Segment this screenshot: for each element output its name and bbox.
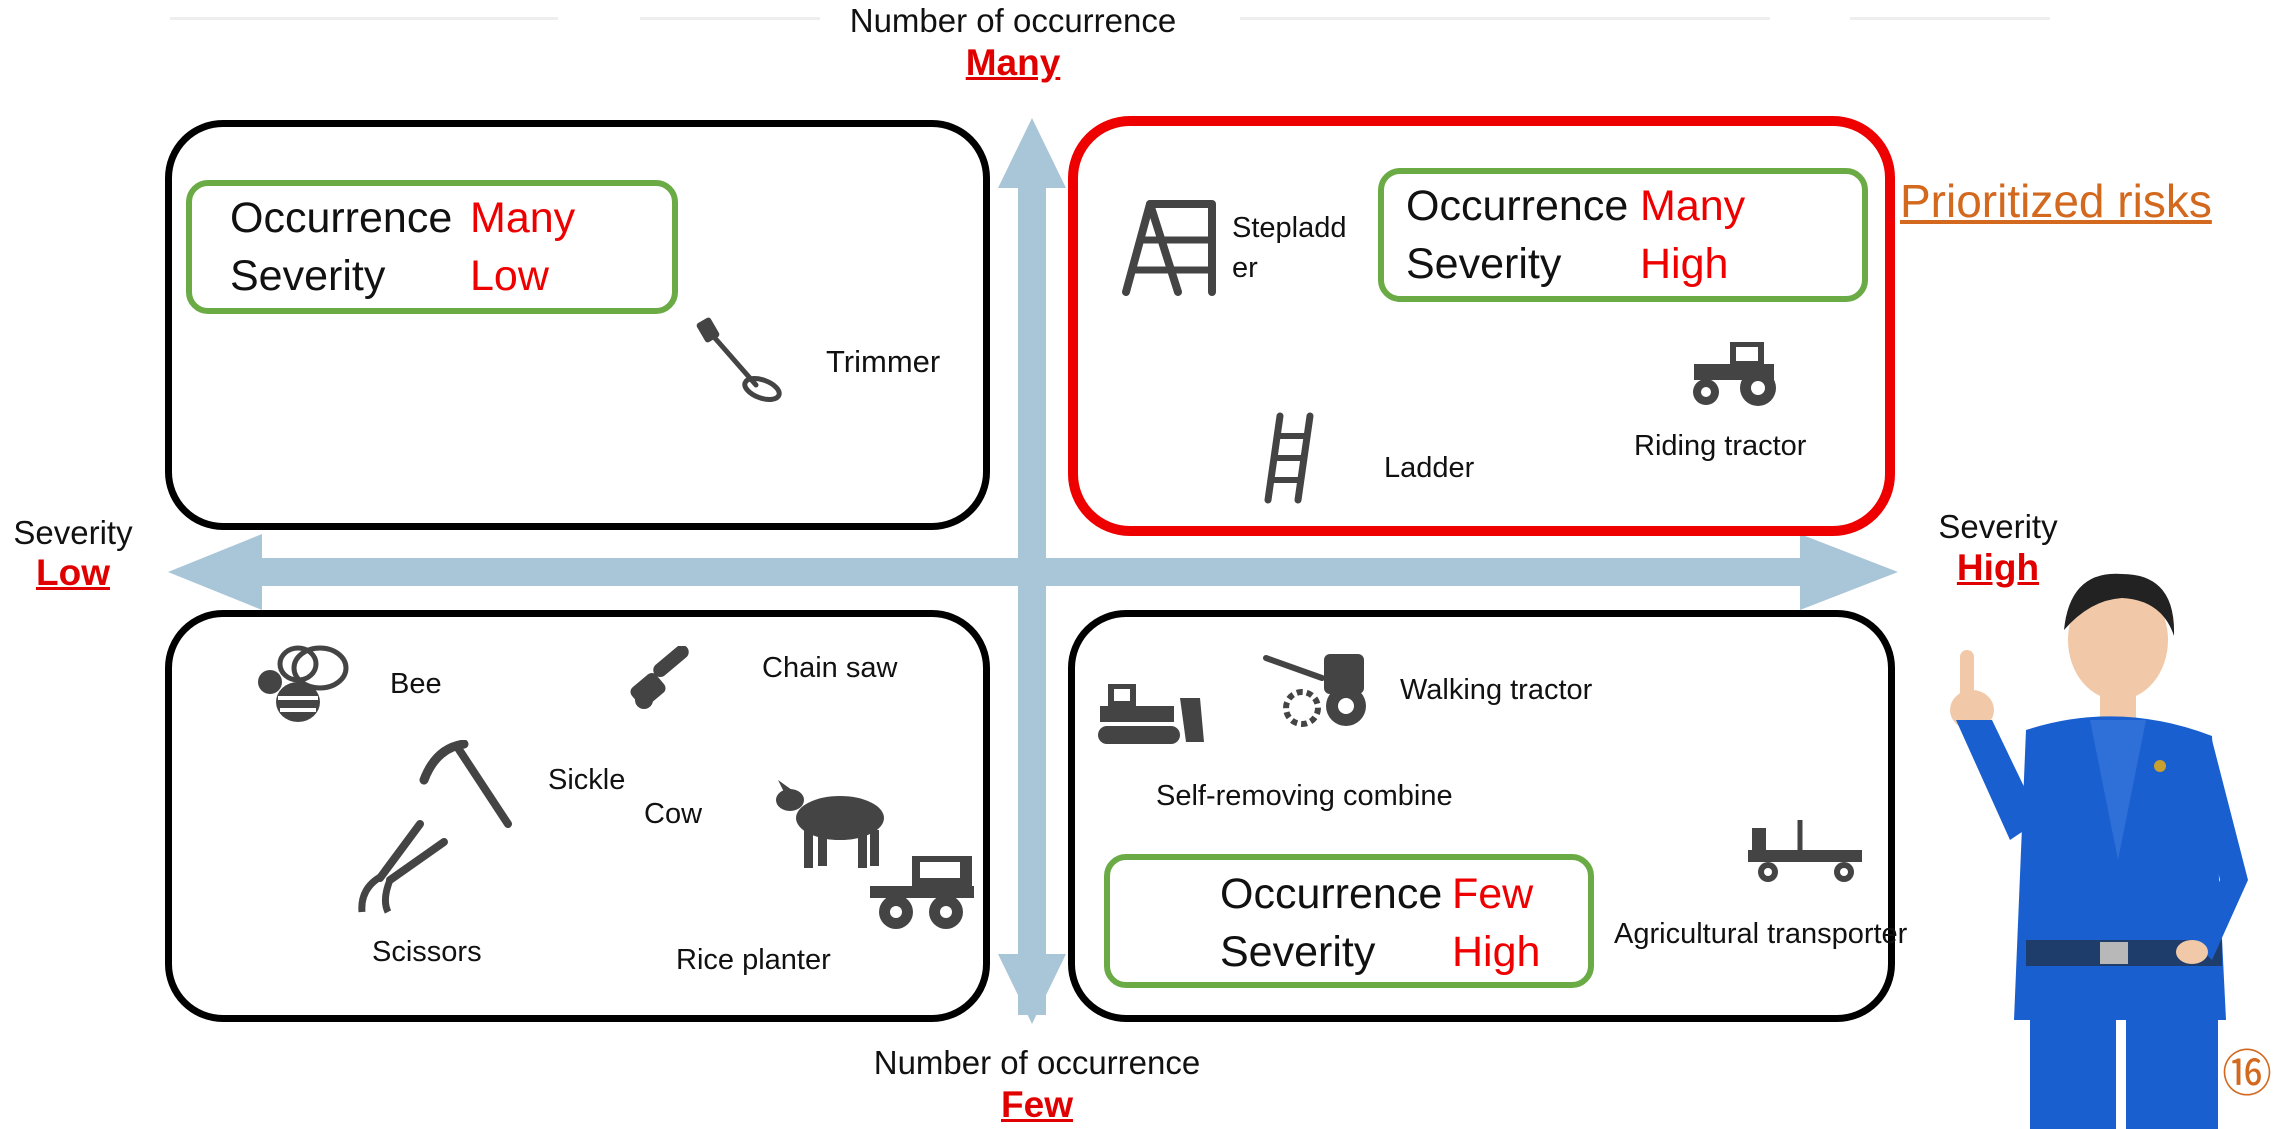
quadrant-top-left bbox=[165, 120, 990, 530]
page-number: ⑯ bbox=[2222, 1046, 2272, 1102]
bottom-axis-title: Number of occurrence bbox=[873, 1044, 1201, 1081]
label-agricultural-transporter: Agricultural transporter bbox=[1614, 918, 1908, 950]
right-arrowhead bbox=[1800, 534, 1898, 610]
label-stepladder-line1: Stepladd bbox=[1232, 212, 1347, 244]
legend-severity-label: Severity bbox=[1220, 928, 1376, 976]
label-walking-tractor: Walking tractor bbox=[1400, 674, 1593, 706]
bottom-axis-level: Few bbox=[1001, 1084, 1073, 1125]
legend-top-left: Occurrence Many Severity Low bbox=[186, 180, 678, 314]
bulldozer-icon bbox=[1098, 684, 1204, 744]
top-divider-left bbox=[170, 17, 558, 20]
top-axis-level: Many bbox=[965, 42, 1061, 83]
cow-icon bbox=[776, 780, 884, 868]
trimmer-icon bbox=[696, 317, 782, 402]
horizontal-axis-shaft bbox=[240, 558, 1810, 586]
right-axis-level: High bbox=[1956, 547, 2040, 588]
prioritized-risks-label: Prioritized risks bbox=[1900, 175, 2212, 227]
legend-severity-label: Severity bbox=[1406, 240, 1562, 288]
agricultural-transporter-icon bbox=[1748, 820, 1862, 882]
legend-occurrence-value: Many bbox=[1640, 182, 1746, 230]
top-axis-title: Number of occurrence bbox=[849, 2, 1177, 39]
left-arrowhead bbox=[168, 534, 262, 610]
quadrant-bottom-right bbox=[1068, 610, 1895, 1022]
label-chain-saw: Chain saw bbox=[762, 652, 898, 684]
legend-occurrence-label: Occurrence bbox=[230, 194, 453, 242]
label-rice-planter: Rice planter bbox=[676, 944, 831, 976]
ladder-icon bbox=[1264, 412, 1314, 504]
chainsaw-icon bbox=[630, 646, 689, 709]
quadrant-bottom-left bbox=[165, 610, 990, 1022]
label-trimmer: Trimmer bbox=[826, 344, 941, 379]
legend-occurrence-value: Few bbox=[1452, 870, 1534, 918]
up-arrowhead bbox=[998, 118, 1066, 188]
label-scissors: Scissors bbox=[372, 936, 482, 968]
right-axis-title: Severity bbox=[1938, 508, 2058, 545]
rice-planter-icon bbox=[870, 856, 974, 929]
label-stepladder-line2: er bbox=[1232, 252, 1258, 284]
scissors-icon bbox=[358, 820, 448, 914]
label-riding-tractor: Riding tractor bbox=[1634, 430, 1807, 462]
legend-occurrence-value: Many bbox=[470, 194, 576, 242]
label-ladder: Ladder bbox=[1384, 452, 1475, 484]
legend-severity-value: High bbox=[1640, 240, 1729, 288]
label-self-removing-combine: Self-removing combine bbox=[1156, 780, 1453, 812]
legend-severity-value: Low bbox=[470, 252, 549, 300]
legend-occurrence-label: Occurrence bbox=[1406, 182, 1629, 230]
bee-icon bbox=[258, 645, 349, 722]
left-axis-title: Severity bbox=[13, 514, 133, 551]
vertical-axis-shaft bbox=[1018, 185, 1046, 1015]
riding-tractor-icon bbox=[1693, 342, 1776, 406]
top-divider-mid-right bbox=[1240, 17, 1770, 20]
presenter-illustration bbox=[1950, 573, 2248, 1129]
walking-tractor-icon bbox=[1263, 654, 1366, 727]
quadrant-top-right-prioritized bbox=[1068, 116, 1895, 536]
top-divider-mid-left bbox=[640, 17, 820, 20]
top-divider-right bbox=[1850, 17, 2050, 20]
sickle-icon bbox=[419, 740, 512, 828]
label-sickle: Sickle bbox=[548, 764, 626, 796]
label-bee: Bee bbox=[390, 668, 442, 700]
legend-severity-label: Severity bbox=[230, 252, 386, 300]
left-axis-level: Low bbox=[36, 552, 110, 593]
legend-severity-value: High bbox=[1452, 928, 1541, 976]
legend-bottom-right: Occurrence Few Severity High bbox=[1104, 854, 1594, 988]
label-cow: Cow bbox=[644, 798, 703, 830]
down-arrowhead bbox=[998, 954, 1066, 1024]
legend-occurrence-label: Occurrence bbox=[1220, 870, 1443, 918]
stepladder-icon bbox=[1122, 200, 1216, 296]
legend-top-right: Occurrence Many Severity High bbox=[1378, 168, 1868, 302]
